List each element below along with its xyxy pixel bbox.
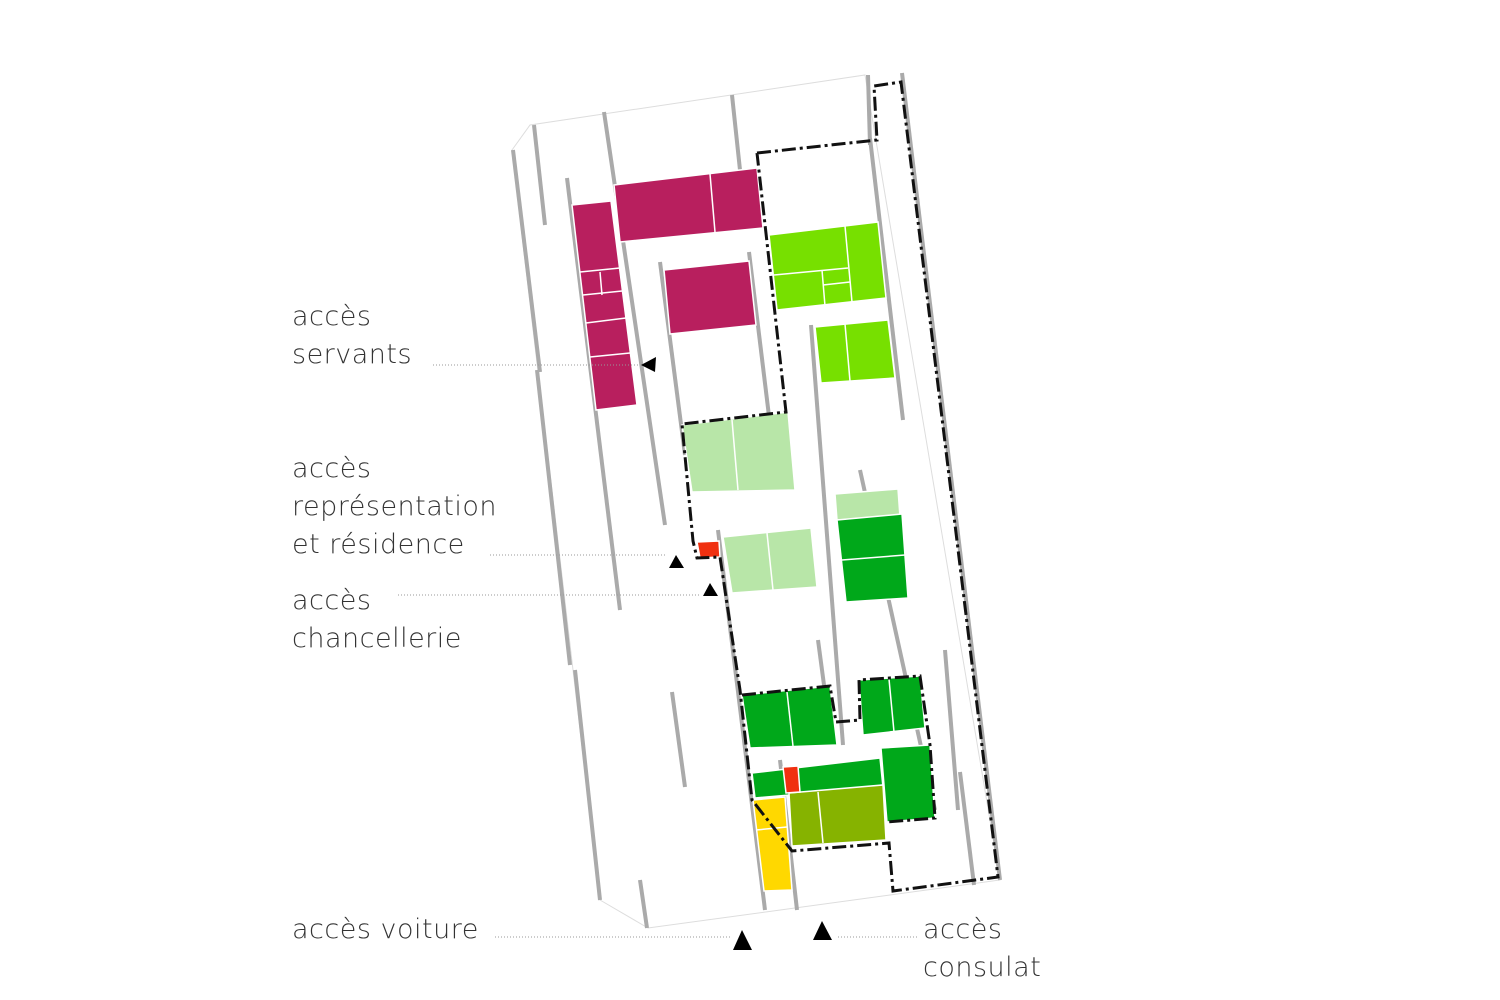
label-acces-consulat: accès consulat: [923, 911, 1041, 987]
rooms-light-green: [768, 221, 896, 384]
label-line: accès: [292, 301, 372, 332]
access-arrow-consulat: [813, 921, 832, 940]
label-line: et résidence: [292, 529, 465, 560]
label-line: accès: [923, 914, 1003, 945]
rooms-residence: [571, 167, 764, 411]
label-acces-servants: accès servants: [292, 298, 412, 374]
access-arrow-voiture: [733, 930, 752, 950]
rooms-pale-green: [681, 411, 901, 594]
leader-lines: [398, 364, 918, 938]
label-acces-chancellerie: accès chancellerie: [292, 582, 462, 658]
label-acces-representation: accès représentation et résidence: [292, 450, 497, 564]
label-line: consulat: [923, 952, 1042, 983]
label-line: servants: [292, 339, 413, 370]
label-line: accès voiture: [292, 914, 479, 945]
rooms-green: [741, 513, 936, 823]
access-arrow-chancellerie: [703, 583, 718, 596]
label-acces-voiture: accès voiture: [292, 911, 479, 949]
room-red-1: [696, 540, 721, 559]
access-arrow-representation: [669, 555, 684, 568]
green-block-boundary: [741, 674, 937, 824]
label-line: accès: [292, 453, 372, 484]
room-olive: [788, 784, 887, 847]
chancellerie-boundary: [680, 80, 1000, 893]
label-line: accès: [292, 585, 372, 616]
room-red-2: [782, 765, 801, 794]
room-yellow: [752, 796, 793, 892]
access-arrow-servants: [641, 357, 656, 372]
label-line: représentation: [292, 491, 498, 522]
label-line: chancellerie: [292, 623, 462, 654]
